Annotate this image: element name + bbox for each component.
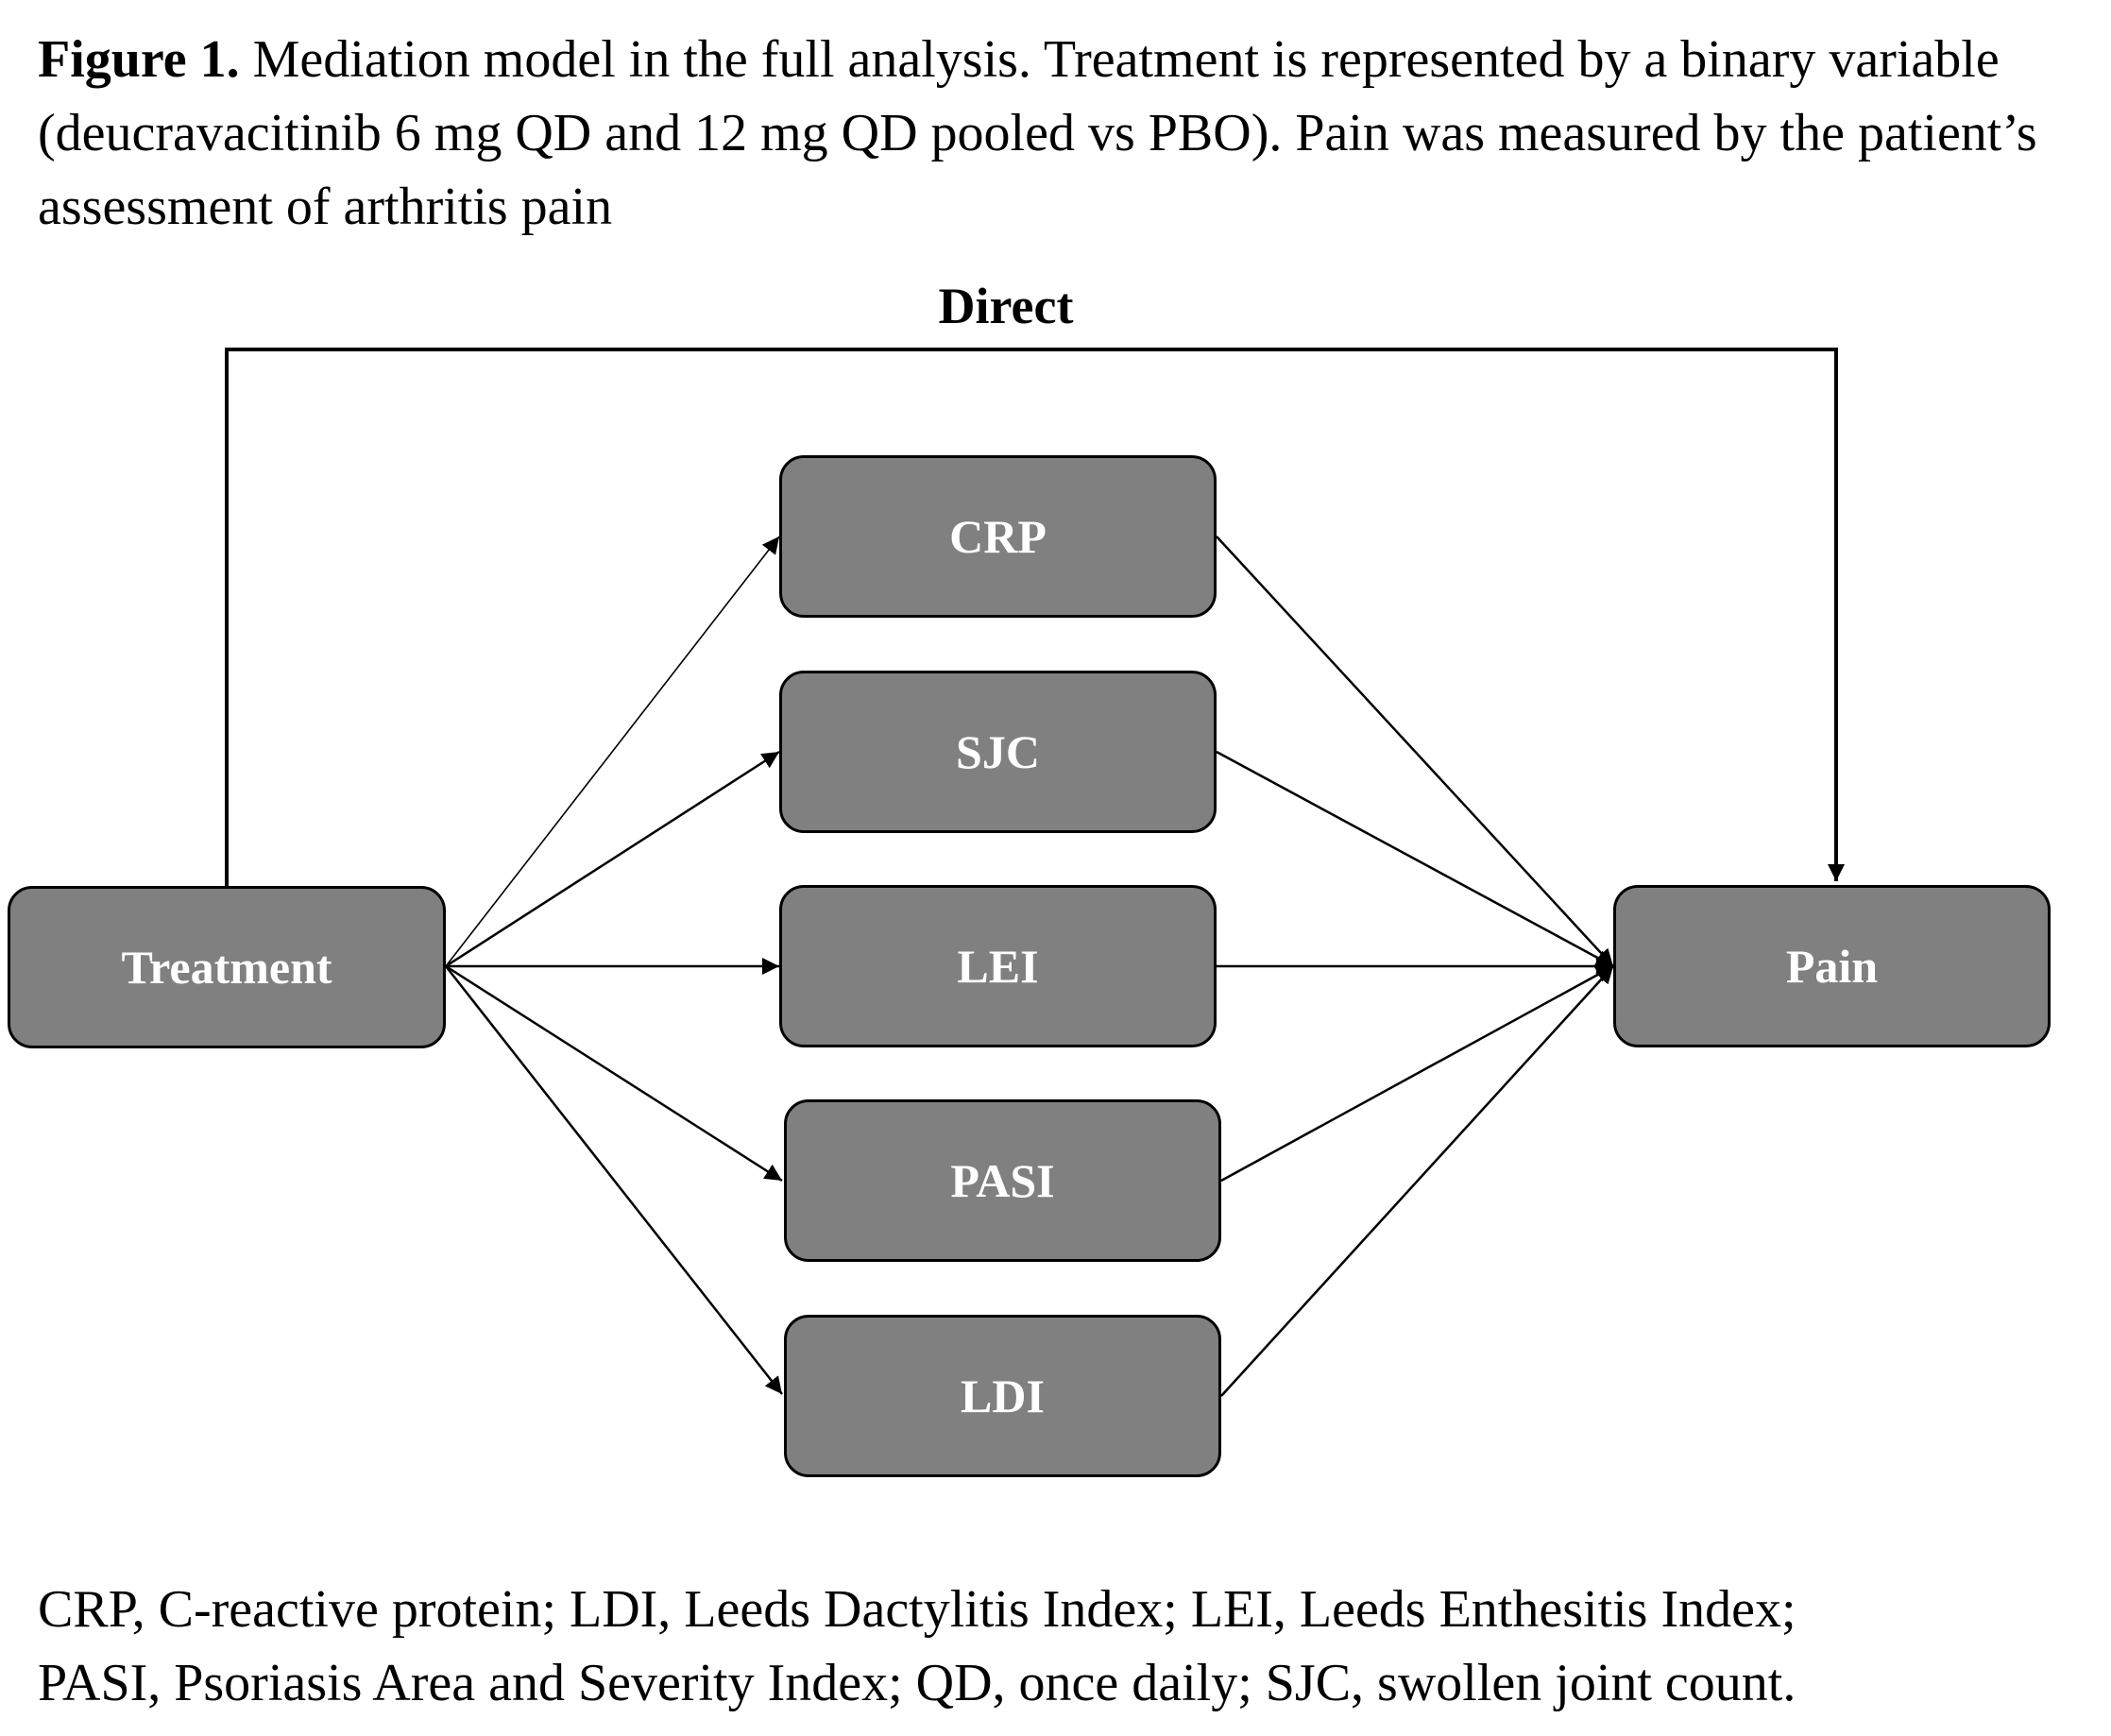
arrow-treatment-to-pasi	[445, 964, 783, 1183]
arrow-pasi-to-pain	[1220, 964, 1614, 1183]
arrow-ldi-to-pain	[1220, 965, 1614, 1397]
figure-caption: Figure 1. Mediation model in the full an…	[38, 23, 2068, 244]
mediator-node-ldi: LDI	[784, 1315, 1221, 1477]
arrow-treatment-to-crp	[445, 536, 780, 967]
mediator-node-crp: CRP	[779, 455, 1217, 618]
arrow-sjc-to-pain	[1216, 750, 1614, 968]
mediator-node-lei: LEI	[779, 885, 1217, 1047]
direct-path-label: Direct	[938, 278, 1074, 334]
mediator-node-sjc: SJC	[779, 671, 1217, 833]
abbreviations-footnote: CRP, C-reactive protein; LDI, Leeds Dact…	[38, 1573, 2097, 1720]
arrow-treatment-to-ldi	[445, 965, 783, 1395]
mediator-node-pasi: PASI	[784, 1099, 1221, 1262]
caption-text: Mediation model in the full analysis. Tr…	[38, 30, 2037, 236]
figure-label: Figure 1.	[38, 30, 240, 89]
pain-node: Pain	[1613, 885, 2051, 1047]
treatment-node: Treatment	[8, 886, 446, 1048]
footnote-line-2: PASI, Psoriasis Area and Severity Index;…	[38, 1654, 1796, 1712]
arrow-crp-to-pain	[1216, 536, 1614, 967]
footnote-line-1: CRP, C-reactive protein; LDI, Leeds Dact…	[38, 1580, 1796, 1639]
direct-path-line	[225, 348, 1845, 886]
arrow-treatment-to-sjc	[445, 750, 780, 968]
